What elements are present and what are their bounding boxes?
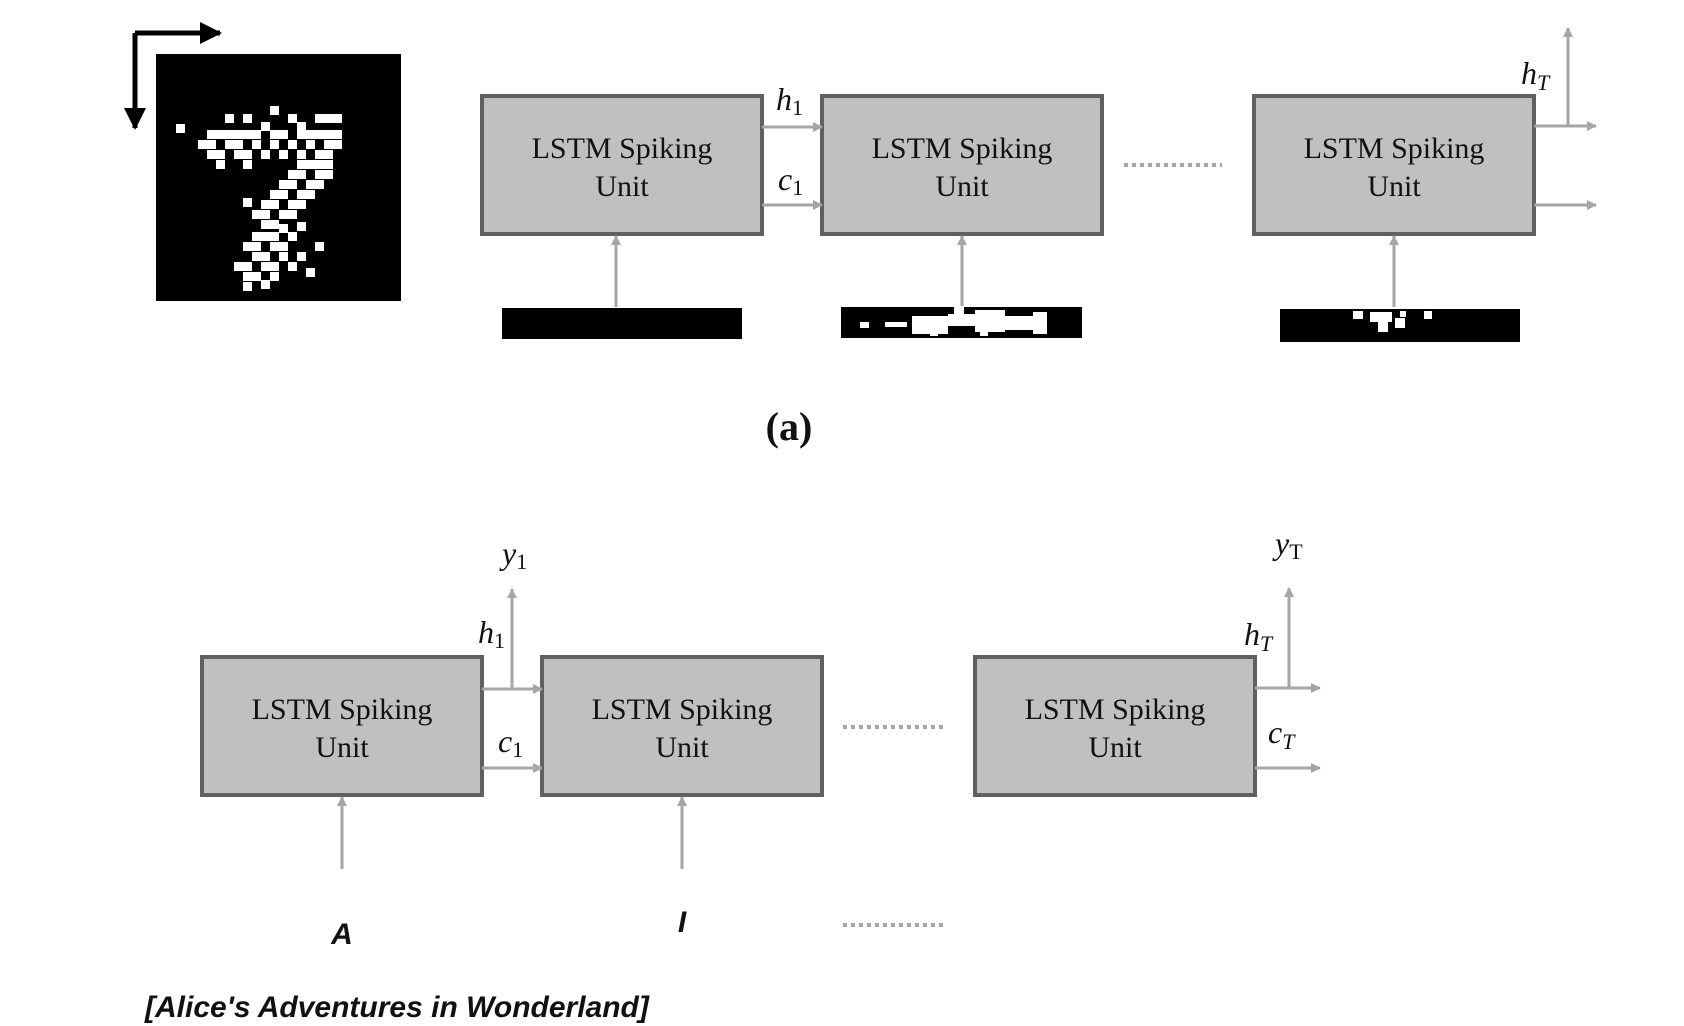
unit-label-line2: Unit (1367, 170, 1421, 203)
hT-label: hT (1521, 55, 1551, 95)
lstm-unit-aT: LSTM Spiking Unit (1252, 94, 1536, 236)
y1-label: y1 (499, 535, 527, 574)
input-char-1: A (330, 918, 353, 951)
unit-label-line1: LSTM Spiking (252, 693, 433, 726)
unit-label-line1: LSTM Spiking (592, 693, 773, 726)
h1-label: h1 (776, 81, 803, 120)
unit-label-line2: Unit (315, 731, 369, 764)
digit-seven-image (156, 54, 401, 301)
unit-label-line1: LSTM Spiking (1025, 693, 1206, 726)
lstm-unit-b1: LSTM Spiking Unit (200, 655, 484, 797)
lstm-unit-b2: LSTM Spiking Unit (540, 655, 824, 797)
h1-label: h1 (478, 614, 505, 653)
panel-a: LSTM Spiking Unit LSTM Spiking Unit LSTM… (124, 22, 1597, 449)
c1-label: c1 (498, 723, 523, 762)
unit-label-line2: Unit (1088, 731, 1142, 764)
unit-label-line2: Unit (935, 170, 989, 203)
unit-label-line1: LSTM Spiking (1304, 132, 1485, 165)
lstm-unit-bT: LSTM Spiking Unit (973, 655, 1257, 797)
lstm-unit-a2: LSTM Spiking Unit (820, 94, 1104, 236)
lstm-unit-a1: LSTM Spiking Unit (480, 94, 764, 236)
unit-label-line1: LSTM Spiking (532, 132, 713, 165)
input-char-2: I (678, 906, 687, 939)
input-row-strip-1 (502, 308, 742, 339)
cT-label: cT (1268, 714, 1296, 754)
unit-label-line2: Unit (595, 170, 649, 203)
unit-label-line1: LSTM Spiking (872, 132, 1053, 165)
hT-label: hT (1244, 616, 1274, 656)
input-row-strip-2 (841, 306, 1082, 338)
input-row-strip-T (1280, 309, 1520, 342)
unit-label-line2: Unit (655, 731, 709, 764)
yT-label: yT (1272, 525, 1303, 564)
c1-label: c1 (778, 161, 803, 200)
panel-a-caption: (a) (766, 404, 813, 449)
source-text-title: [Alice's Adventures in Wonderland] (144, 991, 650, 1024)
panel-b: LSTM Spiking Unit LSTM Spiking Unit LSTM… (144, 525, 1321, 1024)
